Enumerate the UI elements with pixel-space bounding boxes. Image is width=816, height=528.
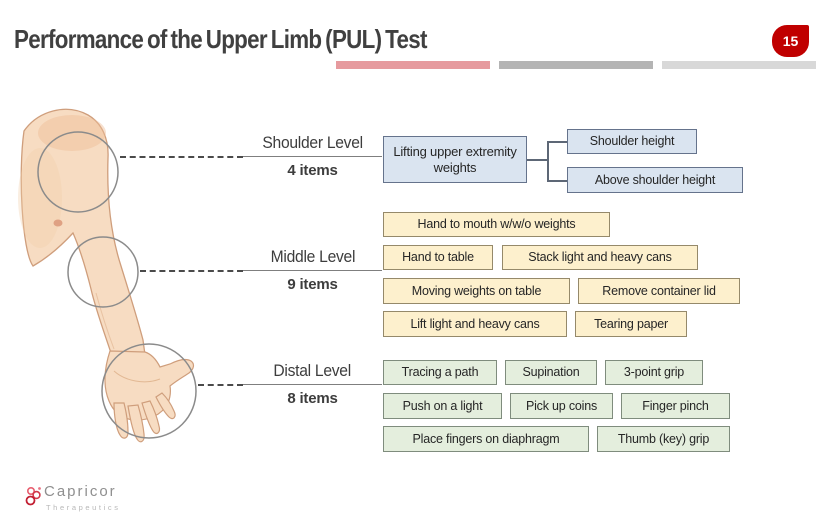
shoulder-dashed-line (120, 156, 243, 158)
level-name: Distal Level (243, 361, 382, 385)
item-box: Tearing paper (575, 311, 687, 337)
bracket-line (547, 180, 567, 182)
brand-name: Capricor (44, 483, 117, 500)
level-count: 9 items (287, 276, 338, 293)
level-name: Middle Level (243, 247, 382, 271)
item-box: Remove container lid (578, 278, 740, 304)
item-box: 3-point grip (605, 360, 703, 385)
accent-bar (662, 61, 816, 69)
distal-level-label: Distal Level 8 items (243, 361, 382, 407)
level-count: 8 items (287, 390, 338, 407)
item-box: Lift light and heavy cans (383, 311, 567, 337)
middle-dashed-line (140, 270, 243, 272)
capricor-logo: Capricor Therapeutics (25, 483, 121, 512)
middle-level-label: Middle Level 9 items (243, 247, 382, 293)
shoulder-circle (37, 131, 119, 213)
item-box: Tracing a path (383, 360, 497, 385)
item-box-shoulder-height: Shoulder height (567, 129, 697, 154)
item-box: Supination (505, 360, 597, 385)
arm-illustration (18, 108, 197, 443)
item-box: Push on a light (383, 393, 502, 419)
elbow-circle (67, 236, 139, 308)
item-box: Pick up coins (510, 393, 613, 419)
page-title: Performance of the Upper Limb (PUL) Test (14, 24, 427, 54)
level-name: Shoulder Level (243, 133, 382, 157)
capricor-logo-icon (25, 486, 41, 506)
accent-bar (336, 61, 490, 69)
accent-bar (499, 61, 653, 69)
level-count: 4 items (287, 162, 338, 179)
item-box: Hand to mouth w/w/o weights (383, 212, 610, 237)
bracket-line (527, 159, 548, 161)
item-box-above-shoulder-height: Above shoulder height (567, 167, 743, 193)
accent-bar (0, 61, 154, 69)
item-box: Place fingers on diaphragm (383, 426, 589, 452)
brand-subtitle: Therapeutics (46, 502, 121, 512)
item-box: Moving weights on table (383, 278, 570, 304)
item-box: Stack light and heavy cans (502, 245, 698, 270)
bracket-line (547, 141, 567, 143)
page-number-badge: 15 (772, 25, 809, 57)
item-box: Hand to table (383, 245, 493, 270)
item-box: Thumb (key) grip (597, 426, 730, 452)
distal-dashed-line (198, 384, 243, 386)
item-box-lifting-weights: Lifting upper extremity weights (383, 136, 527, 183)
hand-circle (101, 343, 197, 439)
item-box: Finger pinch (621, 393, 730, 419)
bracket-line (547, 141, 549, 181)
shoulder-level-label: Shoulder Level 4 items (243, 133, 382, 179)
